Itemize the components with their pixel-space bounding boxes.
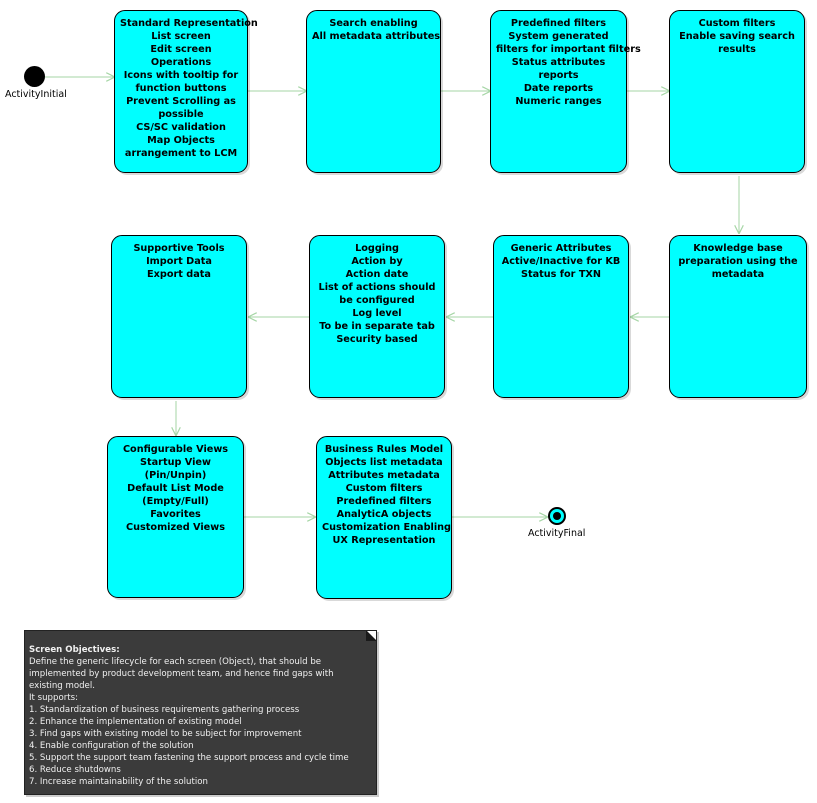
node-title: Business Rules Model (324, 444, 444, 455)
activity-final-core (553, 512, 561, 520)
node-line: AnalyticA objects (336, 509, 432, 520)
node-line: Action by (351, 256, 403, 267)
note-title: Screen Objectives: (29, 645, 120, 655)
node-line: Predefined filters (336, 496, 432, 507)
note-line: 5. Support the support team fastening th… (29, 753, 349, 763)
node-custom-filters[interactable]: Custom filters Enable saving search resu… (669, 10, 805, 173)
node-search-enabling[interactable]: Search enabling All metadata attributes (306, 10, 441, 173)
node-line: List of actions should (318, 282, 436, 293)
activity-initial-label: ActivityInitial (5, 89, 67, 100)
node-line: Startup View (140, 457, 211, 468)
node-line: Security based (336, 334, 418, 345)
node-line: Customized Views (126, 522, 225, 533)
node-line: Numeric ranges (515, 96, 602, 107)
node-line: (Empty/Full) (142, 496, 209, 507)
note-line: existing model. (29, 681, 95, 691)
node-title: Logging (355, 243, 399, 254)
node-line: System generated (508, 31, 609, 42)
note-line: 1. Standardization of business requireme… (29, 705, 300, 715)
note-line: 7. Increase maintainability of the solut… (29, 777, 208, 787)
node-line: Import Data (146, 256, 212, 267)
node-line: (Pin/Unpin) (144, 470, 207, 481)
node-line: Status for TXN (520, 269, 602, 280)
note-fold-corner (366, 631, 376, 641)
node-line: UX Representation (332, 535, 436, 546)
node-line: preparation using the (678, 256, 798, 267)
node-line: Export data (147, 269, 211, 280)
activity-initial-node[interactable] (24, 66, 45, 87)
node-title: Search enabling (329, 18, 418, 29)
node-line: results (718, 44, 756, 55)
node-predefined-filters[interactable]: Predefined filters System generated filt… (490, 10, 641, 173)
node-line: Customization Enabling (322, 522, 451, 533)
node-line: Icons with tooltip for (123, 70, 239, 81)
note-line: 3. Find gaps with existing model to be s… (29, 729, 302, 739)
node-title: Knowledge base (693, 243, 783, 254)
node-title: Configurable Views (122, 444, 229, 455)
node-line: Enable saving search (679, 31, 795, 42)
screen-objectives-note[interactable]: Screen Objectives: Define the generic li… (24, 630, 377, 795)
node-line: be configured (339, 295, 415, 306)
node-business-rules-model[interactable]: Business Rules Model Objects list metada… (316, 436, 452, 599)
node-line: Date reports (523, 83, 594, 94)
node-line: reports (538, 70, 579, 81)
node-line: Map Objects (147, 135, 215, 146)
node-line: Default List Mode (127, 483, 224, 494)
node-line: function buttons (135, 83, 227, 94)
node-line: To be in separate tab (319, 321, 435, 332)
node-configurable-views[interactable]: Configurable Views Startup View (Pin/Unp… (107, 436, 244, 598)
node-line: arrangement to LCM (124, 148, 238, 159)
activity-final-node[interactable] (548, 507, 566, 525)
node-line: Action date (345, 269, 409, 280)
note-line: 2. Enhance the implementation of existin… (29, 717, 242, 727)
node-line: Prevent Scrolling as (126, 96, 236, 107)
node-line: Operations (150, 57, 212, 68)
note-line: 4. Enable configuration of the solution (29, 741, 194, 751)
node-line: Custom filters (345, 483, 423, 494)
node-logging[interactable]: Logging Action by Action date List of ac… (309, 235, 445, 398)
node-title: Generic Attributes (510, 243, 612, 254)
node-line: Edit screen (150, 44, 212, 55)
node-line: Attributes metadata (328, 470, 440, 481)
node-line: filters for important filters (496, 44, 641, 55)
node-title: Supportive Tools (133, 243, 225, 254)
node-line: List screen (151, 31, 211, 42)
node-line: Log level (352, 308, 402, 319)
node-line: Objects list metadata (325, 457, 443, 468)
node-generic-attributes[interactable]: Generic Attributes Active/Inactive for K… (493, 235, 629, 398)
node-supportive-tools[interactable]: Supportive Tools Import Data Export data (111, 235, 247, 398)
node-line: All metadata attributes (312, 31, 441, 42)
node-line: possible (158, 109, 204, 120)
note-line: It supports: (29, 693, 79, 703)
node-line: Status attributes (511, 57, 606, 68)
node-standard-representation[interactable]: Standard Representation List screen Edit… (114, 10, 258, 173)
activity-final-label: ActivityFinal (528, 528, 586, 539)
node-title: Predefined filters (510, 18, 607, 29)
node-line: metadata (711, 269, 765, 280)
note-line: Define the generic lifecycle for each sc… (29, 657, 322, 667)
node-knowledge-base[interactable]: Knowledge base preparation using the met… (669, 235, 807, 398)
node-line: Favorites (150, 509, 201, 520)
node-title: Standard Representation (120, 18, 258, 29)
node-line: CS/SC validation (136, 122, 226, 133)
note-line: 6. Reduce shutdowns (29, 765, 121, 775)
node-title: Custom filters (698, 18, 776, 29)
node-line: Active/Inactive for KB (501, 256, 621, 267)
note-line: implemented by product development team,… (29, 669, 334, 679)
